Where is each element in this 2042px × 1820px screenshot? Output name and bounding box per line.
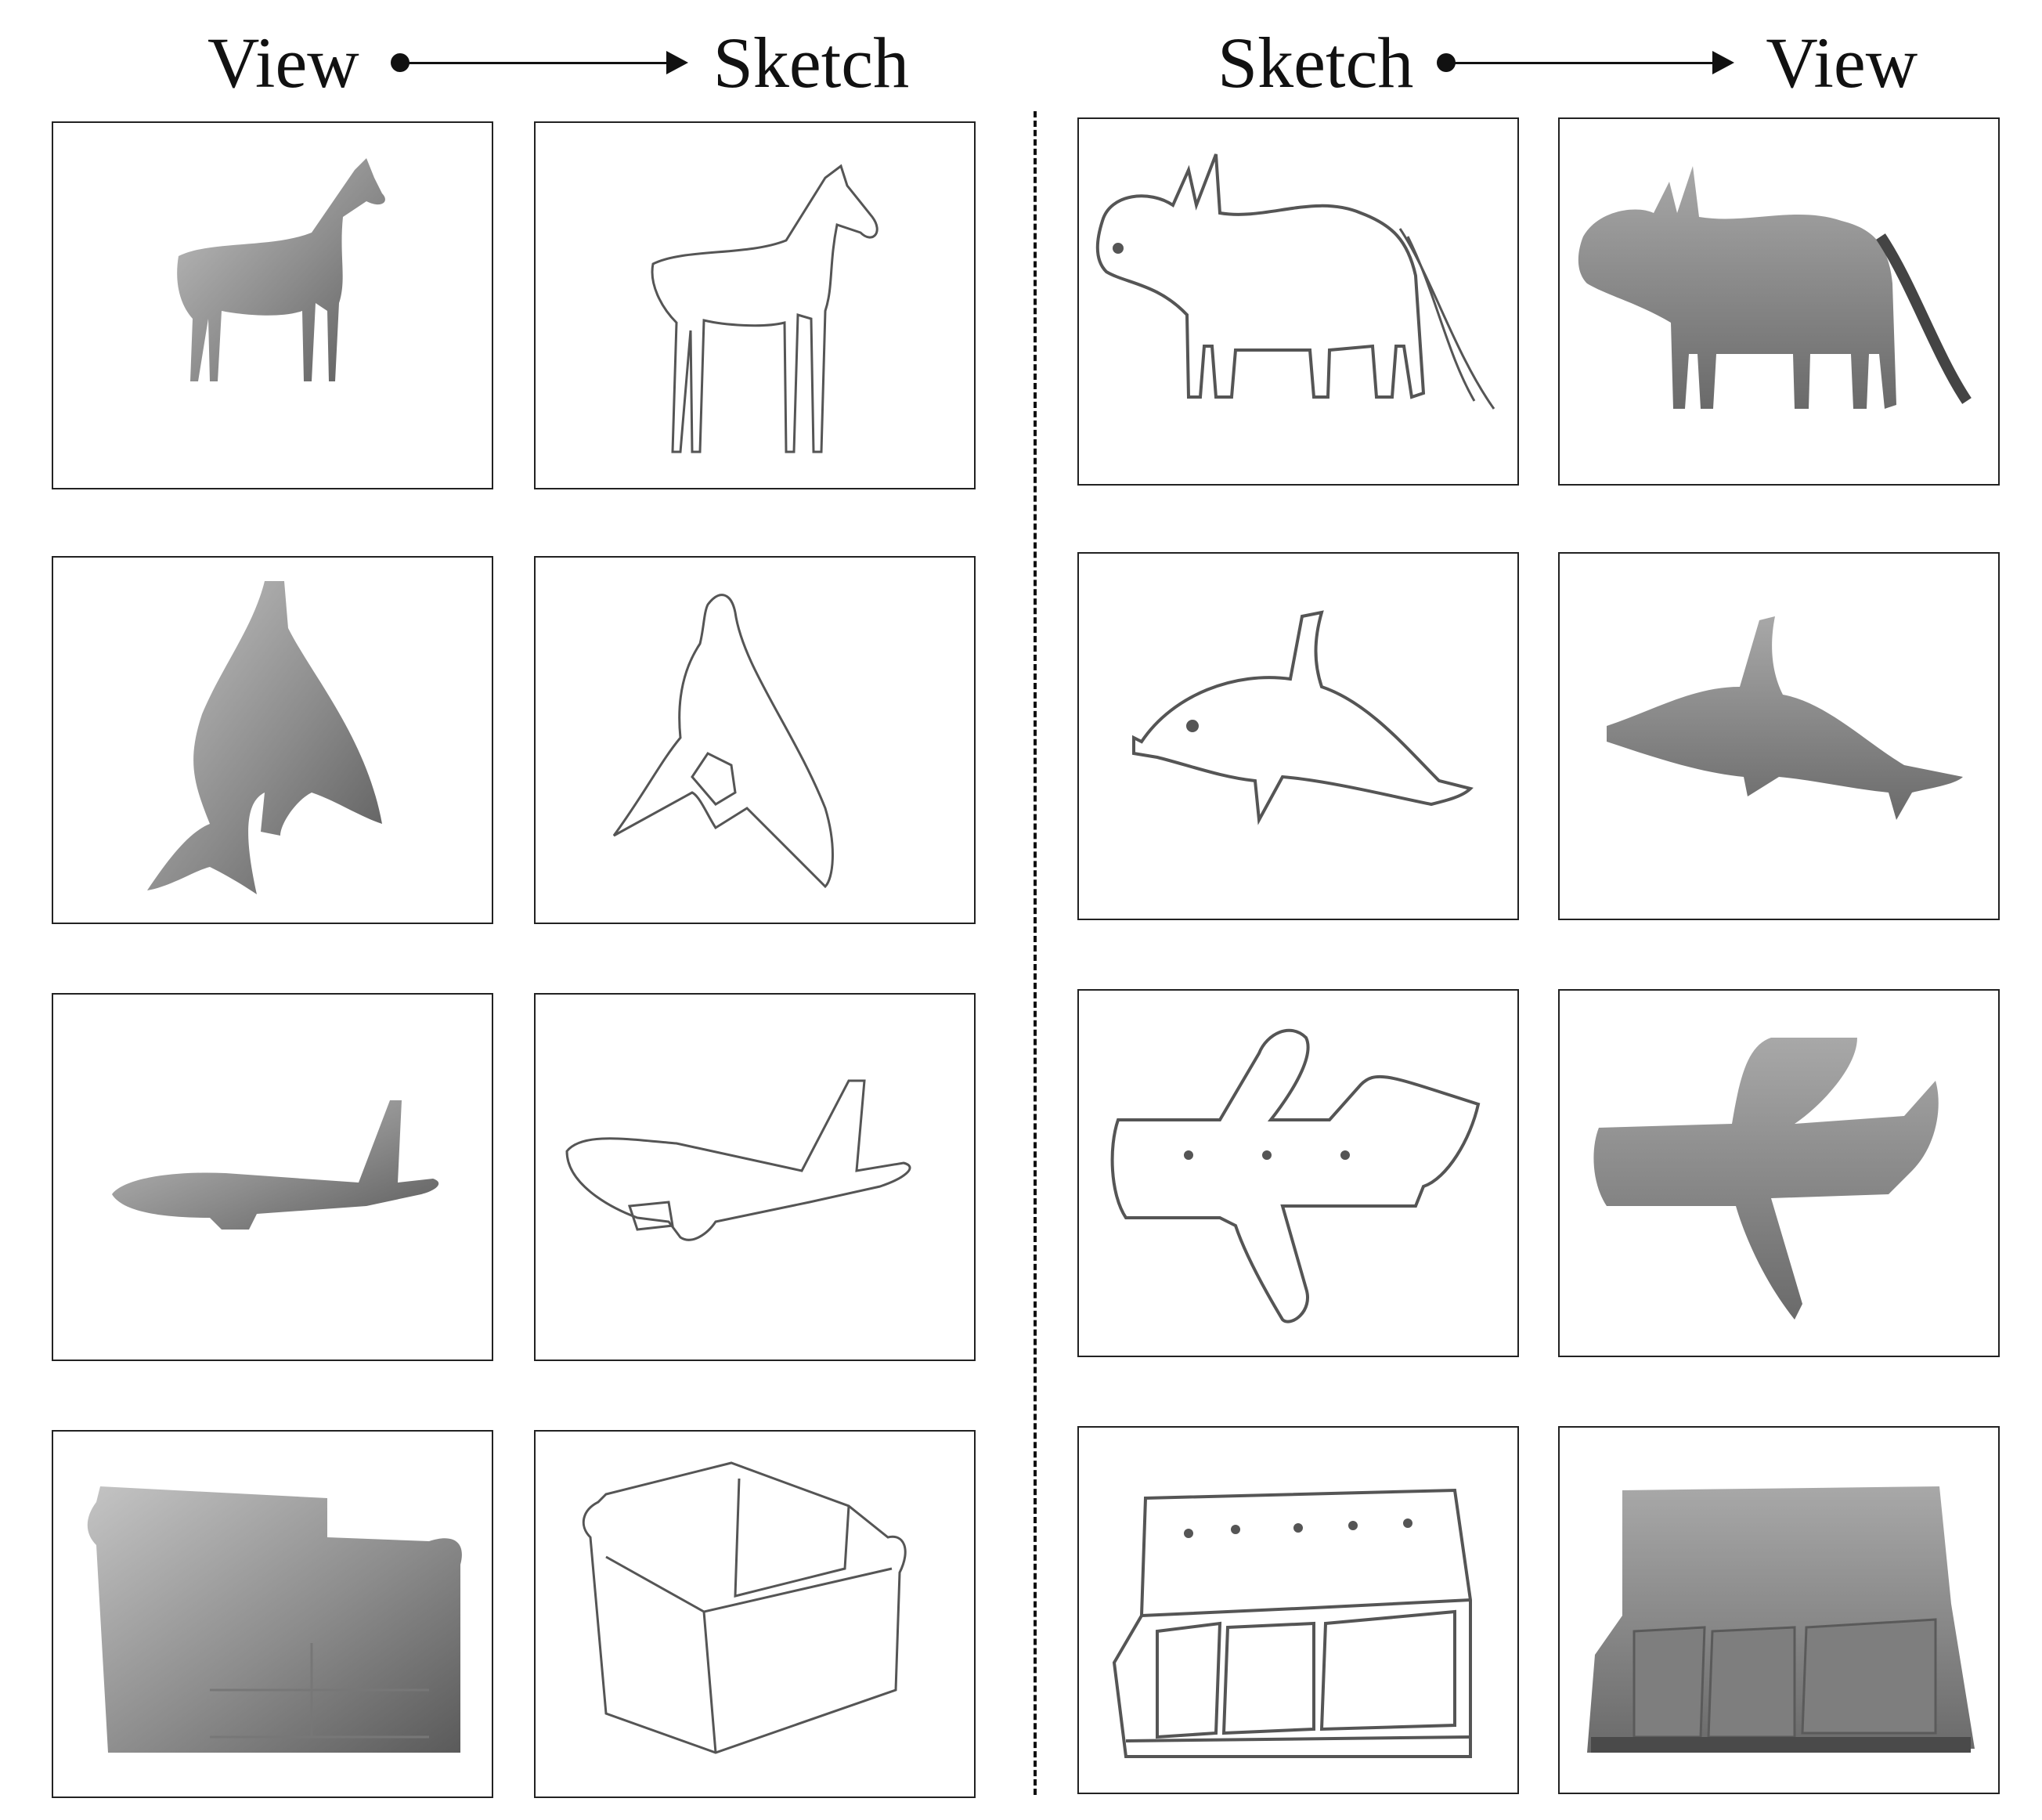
dolphin-view-output [1558, 552, 2000, 920]
horse-sketch-output [534, 121, 976, 489]
sofa-sketch-output [534, 1430, 976, 1798]
airplane-view-render [52, 993, 493, 1361]
airplane-sketch-input [1077, 989, 1519, 1357]
right-header: Sketch View [1218, 16, 1918, 110]
dolphin-view-render [52, 556, 493, 924]
sofa-sketch-input [1077, 1426, 1519, 1794]
sofa-view-output [1558, 1426, 2000, 1794]
left-header: View Sketch [207, 16, 909, 110]
horse-sketch-input [1077, 117, 1519, 486]
airplane-view-output [1558, 989, 2000, 1357]
airplane-sketch-output [534, 993, 976, 1361]
dolphin-sketch-input [1077, 552, 1519, 920]
horse-view-render [52, 121, 493, 489]
dolphin-sketch-output [534, 556, 976, 924]
right-header-arrow-icon [1437, 47, 1735, 78]
left-header-from-label: View [207, 23, 359, 103]
right-header-to-label: View [1766, 23, 1918, 103]
right-header-from-label: Sketch [1218, 23, 1414, 103]
dashed-divider [1034, 111, 1037, 1795]
sofa-view-render [52, 1430, 493, 1798]
left-header-arrow-icon [390, 47, 688, 78]
horse-view-output [1558, 117, 2000, 486]
left-header-to-label: Sketch [713, 23, 910, 103]
